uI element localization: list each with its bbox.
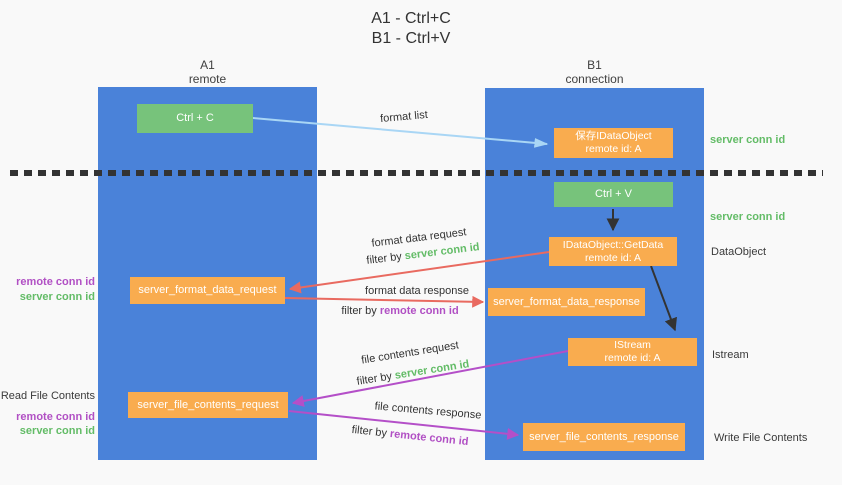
server-file-contents-response-node: server_file_contents_response [523,423,685,451]
dataobject-label: DataObject [711,246,767,258]
getdata-label: IDataObject::GetData [562,238,664,251]
save-idataobject-node: 保存IDataObject remote id: A [554,128,673,158]
filter-by-text: filter by [355,370,393,388]
file-contents-response-label: file contents response [374,400,482,422]
istream-remote-id: remote id: A [604,352,661,364]
ctrl-v-node: Ctrl + V [554,182,673,207]
filter-by-text: filter by [341,305,377,317]
session-divider-dotted-line [10,170,823,176]
server-format-data-response-label: server_format_data_response [493,295,640,308]
server-file-contents-request-node: server_file_contents_request [128,392,288,418]
server-format-data-request-label: server_format_data_request [138,284,277,296]
ctrl-v-label: Ctrl + V [595,188,632,200]
server-conn-id-label-mid-left: server conn id [19,291,95,303]
remote-conn-id-text: remote conn id [379,305,459,317]
server-format-data-request-node: server_format_data_request [130,277,285,304]
save-idataobject-label: 保存IDataObject [575,130,652,142]
istream-label: IStream [614,339,651,351]
format-list-label: format list [379,108,429,126]
istream-side-label: Istream [712,349,749,361]
server-file-contents-request-label: server_file_contents_request [137,398,279,411]
machine-b1-header: B1 connection [485,58,704,86]
filter-by-text: filter by [365,250,403,267]
filter-by-remote-conn-id-label-1: filter by remote conn id [341,305,458,317]
server-format-data-response-node: server_format_data_response [488,288,645,316]
machine-a1-name: A1 [200,58,215,72]
filter-by-text: filter by [351,423,388,440]
format-data-response-label: format data response [365,285,469,297]
title-line-2: B1 - Ctrl+V [371,30,451,47]
ctrl-c-node: Ctrl + C [137,104,253,133]
server-conn-id-label-bottom-left: server conn id [19,425,95,437]
server-conn-id-label-top-right: server conn id [710,134,786,146]
getdata-node: IDataObject::GetData remote id: A [549,237,677,266]
write-file-contents-label: Write File Contents [714,432,808,444]
save-idataobject-remote-id: remote id: A [585,143,642,155]
istream-node: IStream remote id: A [568,338,697,366]
ctrl-c-label: Ctrl + C [176,112,214,124]
filter-by-remote-conn-id-label-2: filter by remote conn id [351,424,469,448]
getdata-remote-id: remote id: A [584,251,642,264]
remote-conn-id-label-bottom-left: remote conn id [16,411,95,423]
machine-b1-role: connection [565,72,624,86]
remote-conn-id-label-mid-left: remote conn id [16,276,95,288]
server-conn-id-text: server conn id [393,358,471,382]
server-file-contents-response-label: server_file_contents_response [529,430,679,443]
server-conn-id-label-mid-right: server conn id [710,211,786,223]
remote-conn-id-text: remote conn id [389,427,469,449]
title-line-1: A1 - Ctrl+C [371,10,451,27]
diagram-title: A1 - Ctrl+C B1 - Ctrl+V [0,9,822,49]
machine-a1-role: remote [188,72,227,86]
machine-a1-header: A1 remote [98,58,317,86]
machine-b1-name: B1 [587,58,602,72]
read-file-contents-label: Read File Contents [0,390,95,402]
